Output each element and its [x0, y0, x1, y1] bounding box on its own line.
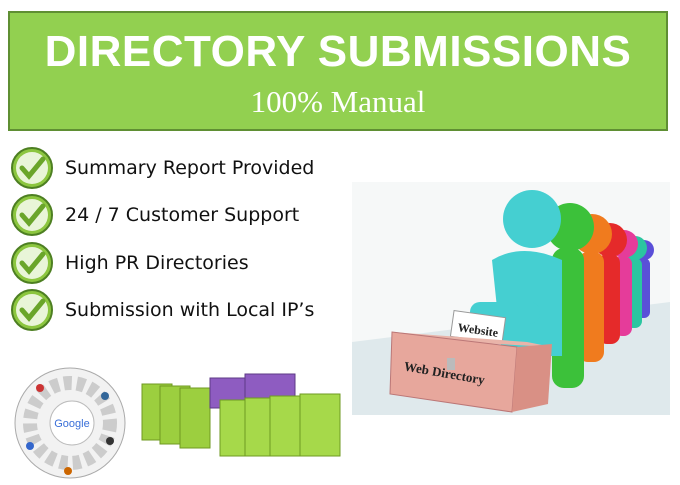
feature-item: High PR Directories: [10, 241, 249, 285]
feature-item: Submission with Local IP’s: [10, 288, 314, 332]
folders-graphic: [141, 373, 341, 457]
banner-subtitle: 100% Manual: [250, 84, 426, 119]
check-circle-icon: [11, 147, 53, 189]
feature-item: 24 / 7 Customer Support: [10, 193, 299, 237]
check-circle-icon: [11, 242, 53, 284]
feature-item: Summary Report Provided: [10, 146, 314, 190]
search-engine-wheel: Google: [14, 367, 126, 479]
card-label: Website: [457, 320, 500, 340]
queue-illustration: Website Web Directory: [352, 182, 670, 415]
people-queue: [470, 190, 654, 388]
feature-label: High PR Directories: [65, 252, 249, 274]
check-circle-icon: [11, 194, 53, 236]
banner-title: DIRECTORY SUBMISSIONS: [44, 27, 632, 76]
wheel-center-label: Google: [54, 418, 89, 430]
feature-label: 24 / 7 Customer Support: [65, 204, 300, 226]
check-circle-icon: [11, 289, 53, 331]
feature-label: Summary Report Provided: [65, 157, 315, 179]
feature-label: Submission with Local IP’s: [65, 299, 315, 321]
title-banner: DIRECTORY SUBMISSIONS 100% Manual: [8, 11, 668, 131]
